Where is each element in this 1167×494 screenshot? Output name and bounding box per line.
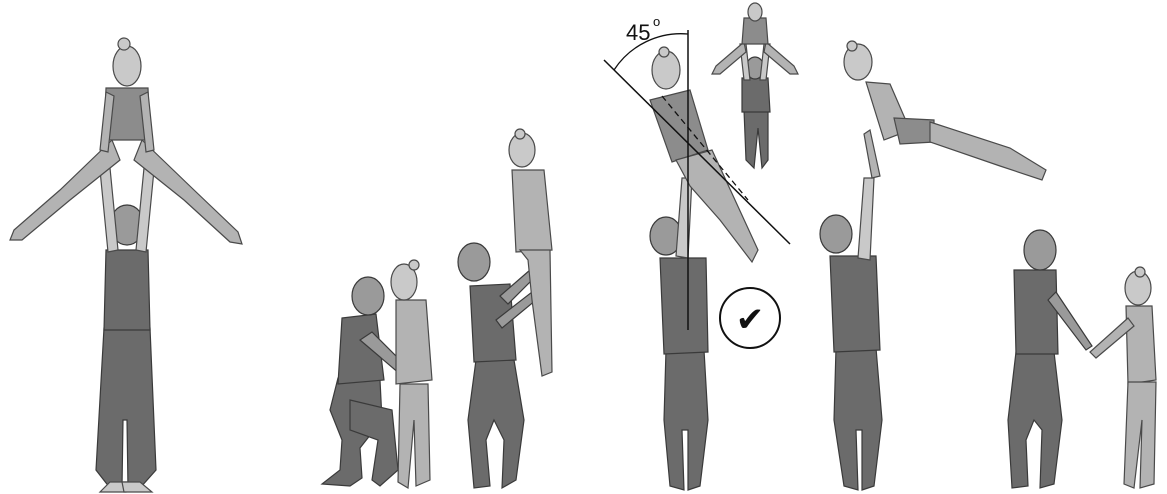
angle-label: 45	[626, 20, 650, 45]
check-mark: ✔	[736, 300, 765, 340]
checkmark-circle-icon: ✔	[720, 288, 780, 348]
angle-degree-symbol: o	[653, 14, 660, 29]
inset-straddle-figure	[712, 3, 798, 168]
front-straddle-lift-figure	[10, 38, 242, 492]
squat-preparation-figure	[322, 260, 432, 488]
landing-hold-figure	[1008, 230, 1156, 488]
lift-initiation-figure	[458, 129, 552, 488]
